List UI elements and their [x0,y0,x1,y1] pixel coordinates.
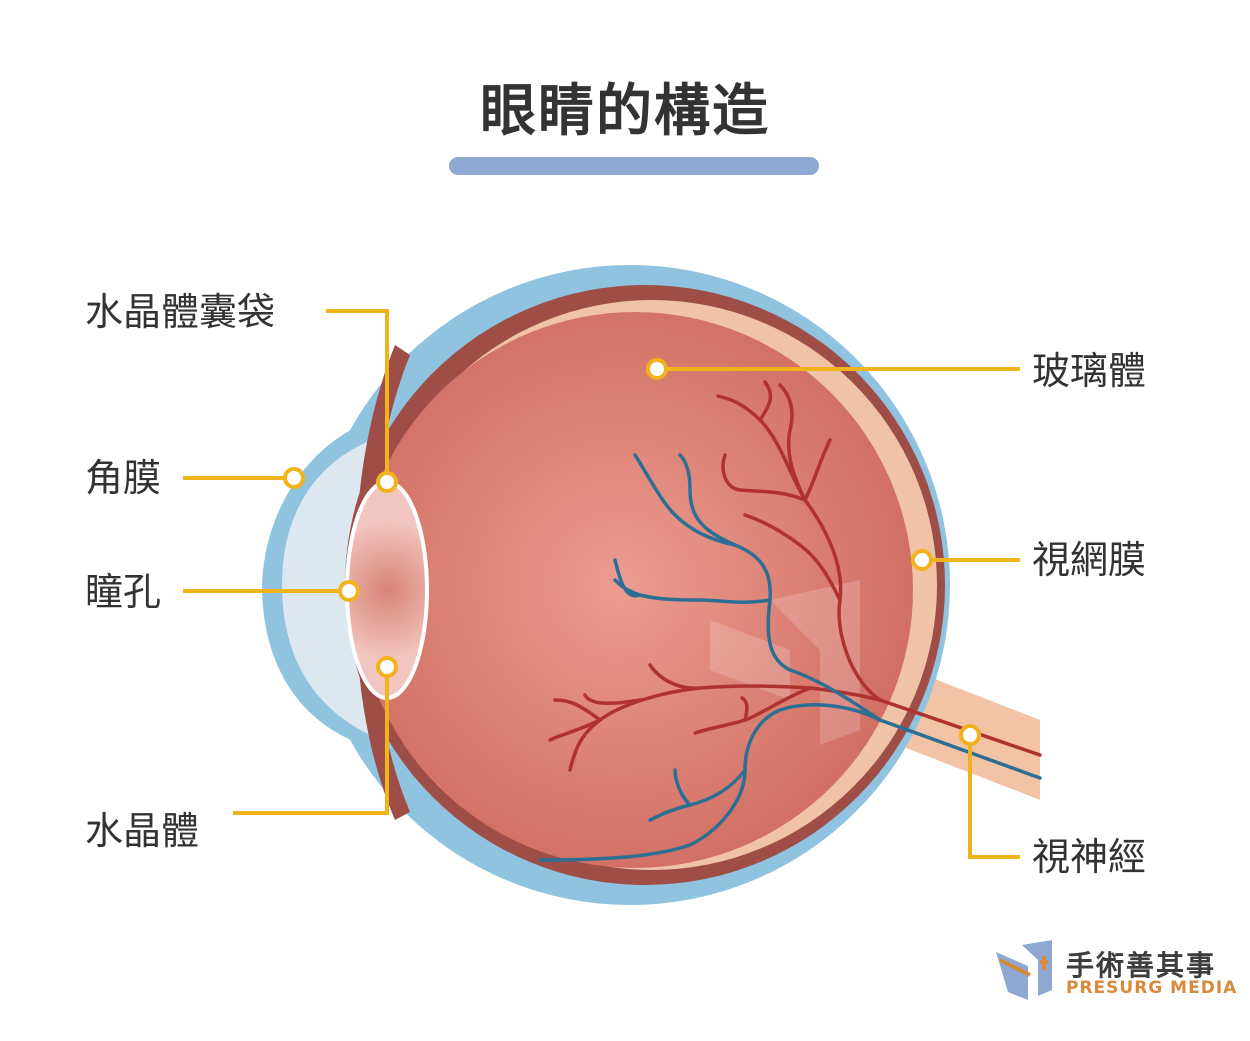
brand-name-en: PRESURG MEDIA [1066,978,1238,998]
label-pupil: 瞳孔 [85,570,162,614]
iris-ciliary [355,345,410,820]
marker-dots [283,358,981,746]
label-cornea: 角膜 [85,456,162,500]
title-underline [449,157,819,175]
watermark-logo [710,580,860,745]
lens-shape [345,480,429,700]
label-vitreous: 玻璃體 [1032,349,1147,393]
vitreous-body [357,312,913,868]
retinal-veins [538,453,1042,862]
leader-lines [183,309,1020,859]
page-title: 眼睛的構造 [480,79,770,144]
label-lens-capsule: 水晶體囊袋 [85,290,276,334]
brand-name-cn: 手術善其事 [1066,949,1217,982]
brand-logo-icon [996,940,1052,1000]
retinal-arteries [548,380,1042,772]
label-lens: 水晶體 [85,809,200,853]
label-retina: 視網膜 [1032,538,1147,582]
label-optic-nerve: 視神經 [1032,835,1147,879]
